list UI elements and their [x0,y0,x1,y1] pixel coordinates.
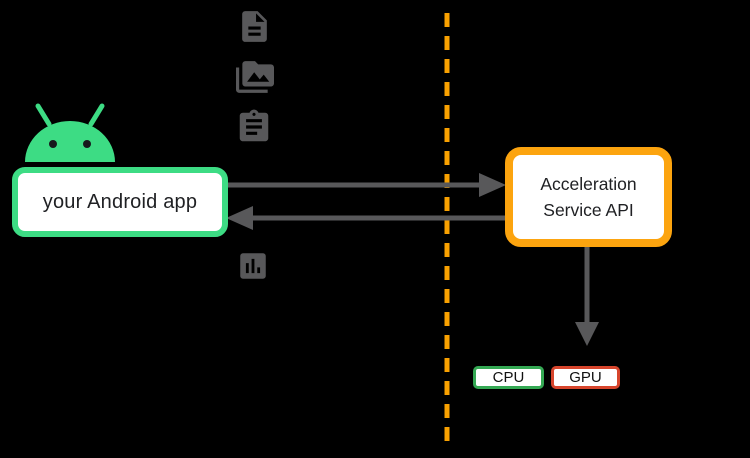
media-library-icon-glyph [236,61,274,93]
android-app-label: your Android app [42,190,198,213]
acceleration-service-label: Acceleration Service API [540,174,637,220]
android-app-box: your Android app [12,167,228,237]
response-arrowhead [226,206,253,230]
gpu-chip-label: GPU [569,369,602,386]
response-arrow [226,206,505,230]
media-library-icon [236,61,274,93]
android-eye-right [83,140,91,148]
android-head-dome [25,121,115,162]
request-arrow [226,173,506,197]
cpu-chip-label: CPU [492,369,525,386]
gpu-chip: GPU [551,366,620,389]
delegate-arrow [575,246,599,346]
delegate-arrowhead [575,322,599,346]
bar-chart-icon-glyph [240,253,266,279]
bar-chart-icon [240,253,266,279]
cpu-chip: CPU [473,366,544,389]
android-eye-left [49,140,57,148]
android-robot-head-icon [25,103,115,162]
android-antenna-left [35,103,52,127]
document-icon-glyph [242,11,267,42]
request-arrowhead [479,173,506,197]
document-icon [242,11,267,42]
clipboard-icon [239,109,269,142]
android-antenna-right [88,103,105,127]
acceleration-service-box: Acceleration Service API [505,147,672,247]
clipboard-icon-glyph [239,109,269,142]
